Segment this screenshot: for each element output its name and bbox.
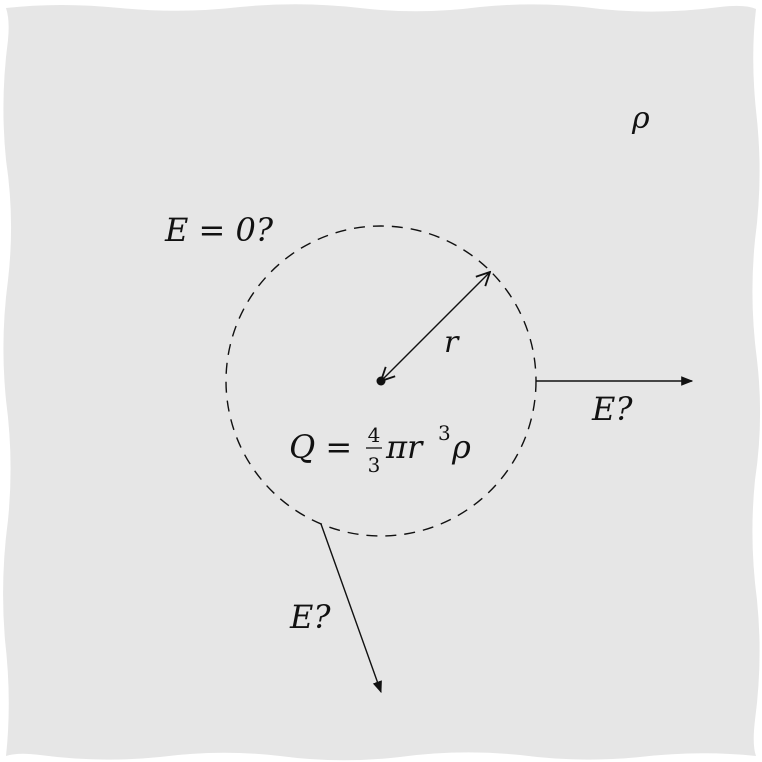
field-bottom-label: E? (289, 598, 331, 636)
radius-label: r (444, 325, 460, 360)
density-label: ρ (631, 101, 650, 136)
enclosed-charge-formula: Q = 4 3 πr 3 ρ (289, 421, 471, 477)
field-right-label: E? (591, 390, 633, 428)
field-arrow-bottom (320, 523, 382, 694)
radius-arrow (381, 272, 490, 381)
charge-lhs: Q = (289, 428, 362, 466)
fraction-denominator: 3 (368, 453, 381, 477)
charge-density: ρ (451, 428, 471, 466)
field-zero-label: E = 0? (164, 211, 274, 249)
fraction-numerator: 4 (368, 423, 381, 447)
charge-pi-r: πr (385, 428, 424, 466)
charge-exponent: 3 (438, 421, 451, 445)
